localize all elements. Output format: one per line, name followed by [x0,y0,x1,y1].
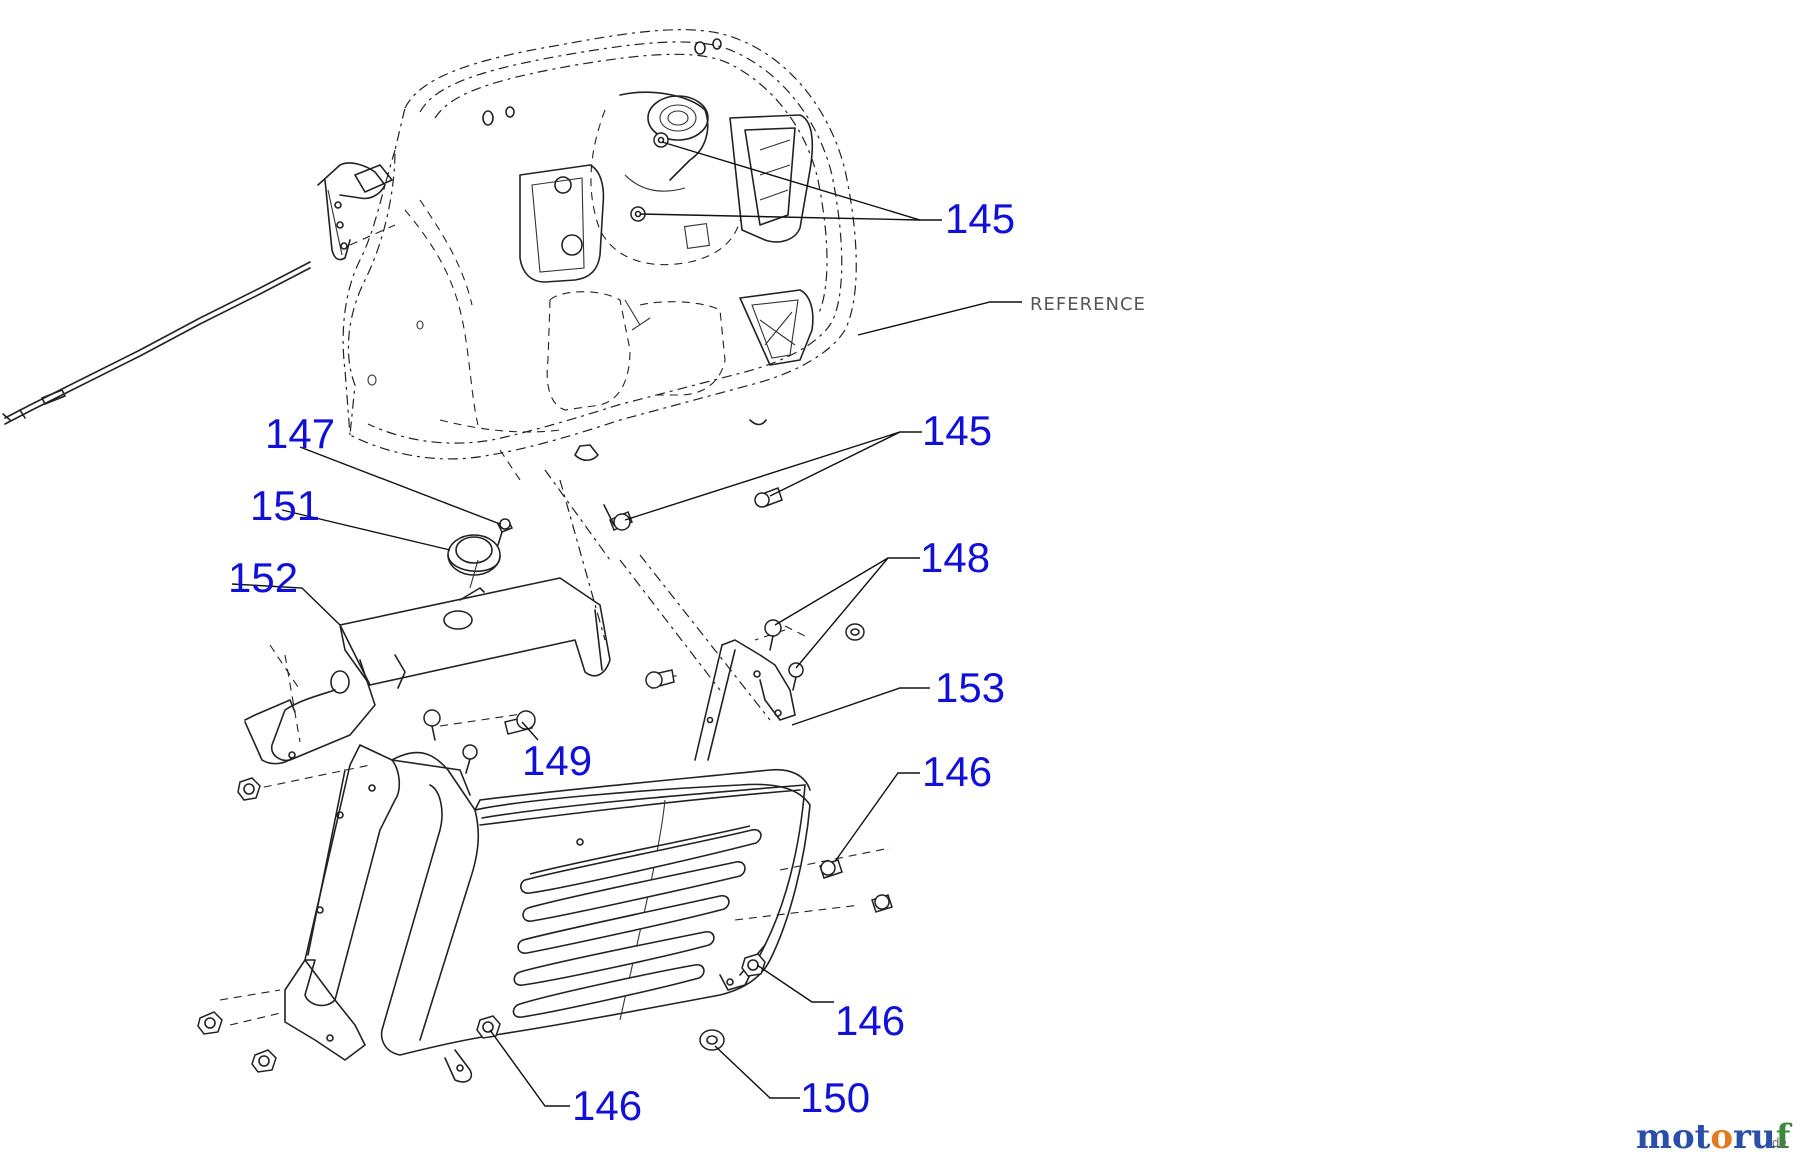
callout-149: 149 [522,737,592,784]
plug-151 [447,534,501,576]
bolt-bottom-left-b [251,1049,277,1073]
callout-147: 147 [265,410,335,457]
screw-146-right-b [871,894,893,913]
screw-146-right [819,859,843,879]
screw-148-a [764,619,782,651]
callout-146-lower-right: 146 [835,997,905,1044]
screw-148-b [788,662,804,691]
front-grille-panel-153 [284,639,811,1083]
reference-hood-assembly [342,29,857,481]
washer-150 [699,1029,725,1051]
callout-145-top: 145 [945,195,1015,242]
bolt-mid-left [645,669,675,689]
nut-146-bottom [476,1015,501,1039]
fastener-145-mid-a [603,504,633,532]
callout-152: 152 [228,554,298,601]
callout-145-mid: 145 [922,407,992,454]
screw-149-b [462,744,478,774]
watermark-logo: motoruf .de [1636,1117,1793,1157]
callout-146-bottom: 146 [572,1082,642,1129]
svg-text:.de: .de [1768,1136,1787,1150]
callout-146-right: 146 [922,748,992,795]
callout-153: 153 [935,664,1005,711]
leader-lines [231,141,1022,1107]
nut-146-lower-right [741,953,766,977]
callout-150: 150 [800,1074,870,1121]
bolt-149 [504,710,536,735]
screw-147 [496,518,514,546]
svg-text:motoruf: motoruf [1636,1117,1793,1157]
callout-151: 151 [250,482,320,529]
hex-nut-149-left [237,777,261,801]
throttle-cable-assembly [2,162,396,425]
reference-label: REFERENCE [1030,294,1146,315]
mounting-plate-152 [244,559,611,765]
fastener-145-mid-b [754,487,783,508]
callout-148: 148 [920,534,990,581]
screw-149-a [423,709,441,741]
washer-148 [845,623,865,641]
bolt-bottom-left-a [197,1011,223,1035]
callout-labels: 145 145 147 151 152 148 153 149 146 146 … [228,195,1015,1129]
